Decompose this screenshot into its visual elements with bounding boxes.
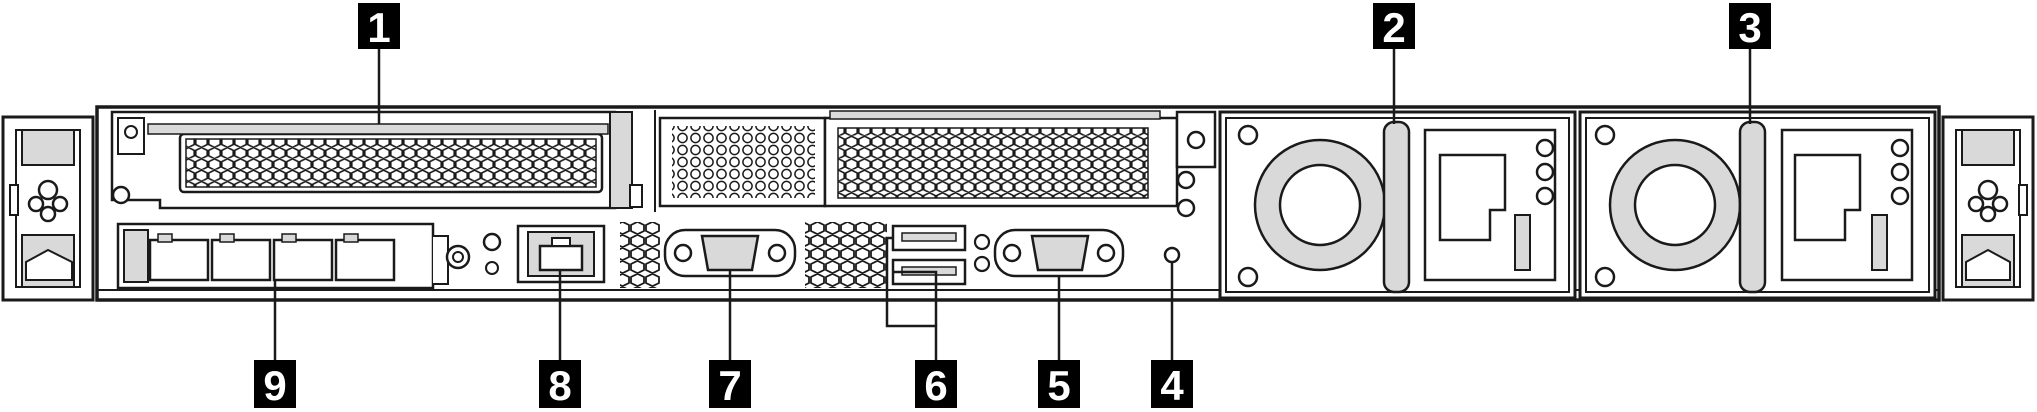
svg-text:1: 1 — [367, 4, 390, 51]
svg-text:7: 7 — [718, 362, 741, 409]
callout-4: 4 — [1151, 360, 1193, 409]
serial-screws — [973, 233, 991, 273]
power-supply-2 — [1578, 110, 1937, 300]
svg-text:2: 2 — [1382, 4, 1405, 51]
svg-text:9: 9 — [263, 362, 286, 409]
callout-6: 6 — [915, 360, 957, 409]
callout-7: 7 — [709, 360, 751, 409]
leader-lines — [273, 46, 1752, 360]
pcie-slot-riser — [110, 110, 643, 210]
callout-9: 9 — [254, 360, 296, 409]
callout-3: 3 — [1729, 3, 1771, 51]
callout-5: 5 — [1038, 360, 1080, 409]
serial-port — [993, 228, 1125, 278]
network-adapter-ports — [116, 222, 471, 290]
svg-text:3: 3 — [1738, 4, 1761, 51]
svg-text:6: 6 — [924, 362, 947, 409]
right-rack-ear — [1941, 115, 2035, 302]
vga-connector — [663, 228, 797, 278]
power-supply-1 — [1218, 110, 1577, 300]
callout-2: 2 — [1373, 3, 1415, 51]
rear-vent-left — [620, 222, 660, 288]
rear-vent-center — [805, 222, 887, 288]
leader-line-6b — [893, 270, 938, 326]
nmi-button — [1163, 246, 1181, 264]
svg-text:4: 4 — [1160, 362, 1184, 409]
left-rack-ear — [1, 115, 95, 302]
center-vent-panel — [658, 110, 1217, 218]
callout-1: 1 — [358, 3, 400, 51]
callout-8: 8 — [539, 360, 581, 409]
leader-line-6 — [885, 236, 938, 360]
chassis-screws — [482, 232, 502, 275]
svg-text:5: 5 — [1047, 362, 1070, 409]
svg-text:8: 8 — [548, 362, 571, 409]
